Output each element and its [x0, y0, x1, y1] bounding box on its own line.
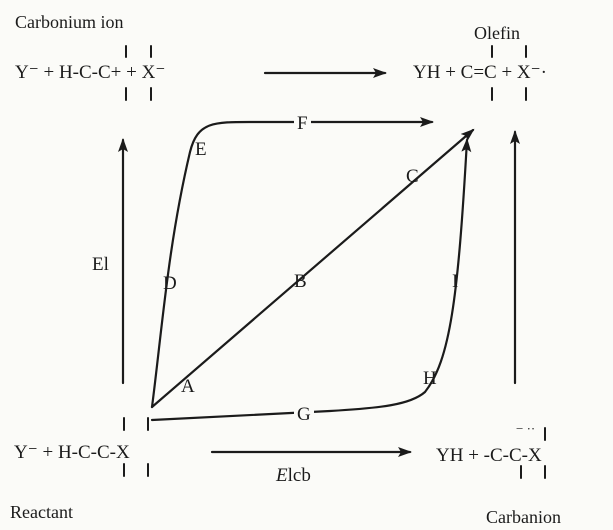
equation-reactant: Y⁻ + H-C-C-X	[14, 442, 130, 463]
label-reactant: Reactant	[10, 502, 73, 522]
label-carbanion: Carbanion	[486, 507, 561, 527]
arrow-diagonal-abc	[150, 128, 475, 409]
carbanion-charge-mark: − ··	[516, 421, 536, 436]
bond-ticks-carbonium	[125, 45, 152, 101]
label-carbonium-ion: Carbonium ion	[15, 12, 124, 32]
arrow-path-def	[150, 117, 434, 409]
label-e1: El	[92, 254, 109, 275]
label-e1cb: Elcb	[276, 466, 311, 485]
label-path-i: I	[452, 271, 459, 292]
label-path-h: H	[423, 368, 437, 389]
equation-olefin: YH + C=C + X⁻·	[413, 62, 548, 83]
label-e1cb-suffix: lcb	[287, 465, 311, 486]
bond-ticks-olefin	[491, 45, 527, 101]
label-e1cb-prefix: E	[276, 465, 288, 486]
label-path-b: B	[294, 271, 307, 292]
equation-carbanion: YH + -C-C-X	[436, 445, 542, 466]
label-olefin: Olefin	[474, 23, 520, 43]
equation-carbonium: Y⁻ + H-C-C+ + X⁻	[15, 62, 166, 83]
label-path-a: A	[181, 376, 195, 397]
label-path-f: F	[294, 114, 311, 133]
bond-ticks-carbanion	[520, 427, 546, 479]
label-path-g: G	[294, 405, 314, 424]
label-path-d: D	[163, 273, 177, 294]
label-path-e: E	[195, 139, 207, 160]
label-path-c: C	[406, 166, 419, 187]
bond-ticks-reactant	[123, 417, 149, 477]
arrow-path-ghi	[150, 138, 472, 422]
